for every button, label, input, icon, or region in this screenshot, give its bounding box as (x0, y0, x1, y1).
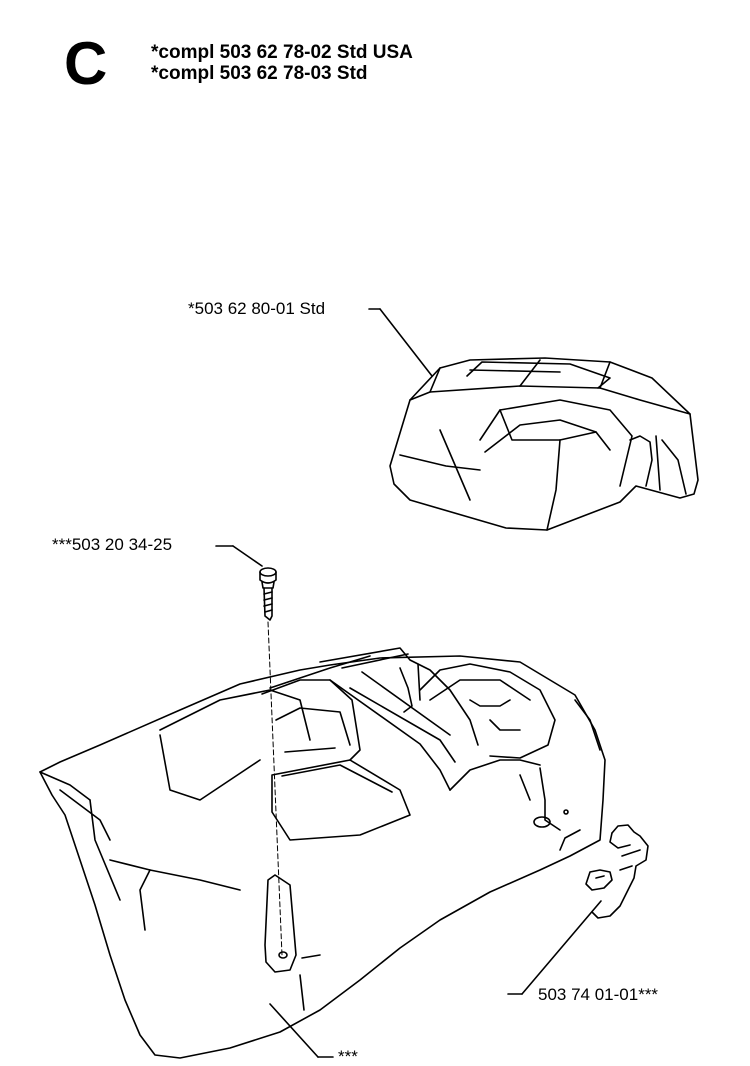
section-letter: C (64, 30, 108, 97)
assembly-heading-line-2: *compl 503 62 78-03 Std (151, 63, 368, 84)
screw-leader-line-angled (232, 545, 263, 567)
cylinder-cover-drawing (389, 357, 699, 531)
screw-drawing (259, 567, 277, 621)
chain-brake-housing-leader-line (269, 1003, 319, 1058)
chain-brake-housing-drawing (39, 647, 606, 1059)
clip-leader-line (521, 900, 602, 995)
part-label-clip: 503 74 01-01*** (538, 985, 659, 1004)
assembly-heading-line-1: *compl 503 62 78-02 Std USA (151, 42, 413, 63)
clip-drawing (585, 824, 649, 919)
part-label-chain-brake-housing: *** (338, 1047, 358, 1066)
part-label-screw: ***503 20 34-25 (52, 535, 173, 554)
part-label-cylinder-cover: *503 62 80-01 Std (188, 299, 326, 318)
cylinder-cover-leader-line-angled (379, 308, 433, 377)
screw-assembly-axis (267, 621, 283, 956)
